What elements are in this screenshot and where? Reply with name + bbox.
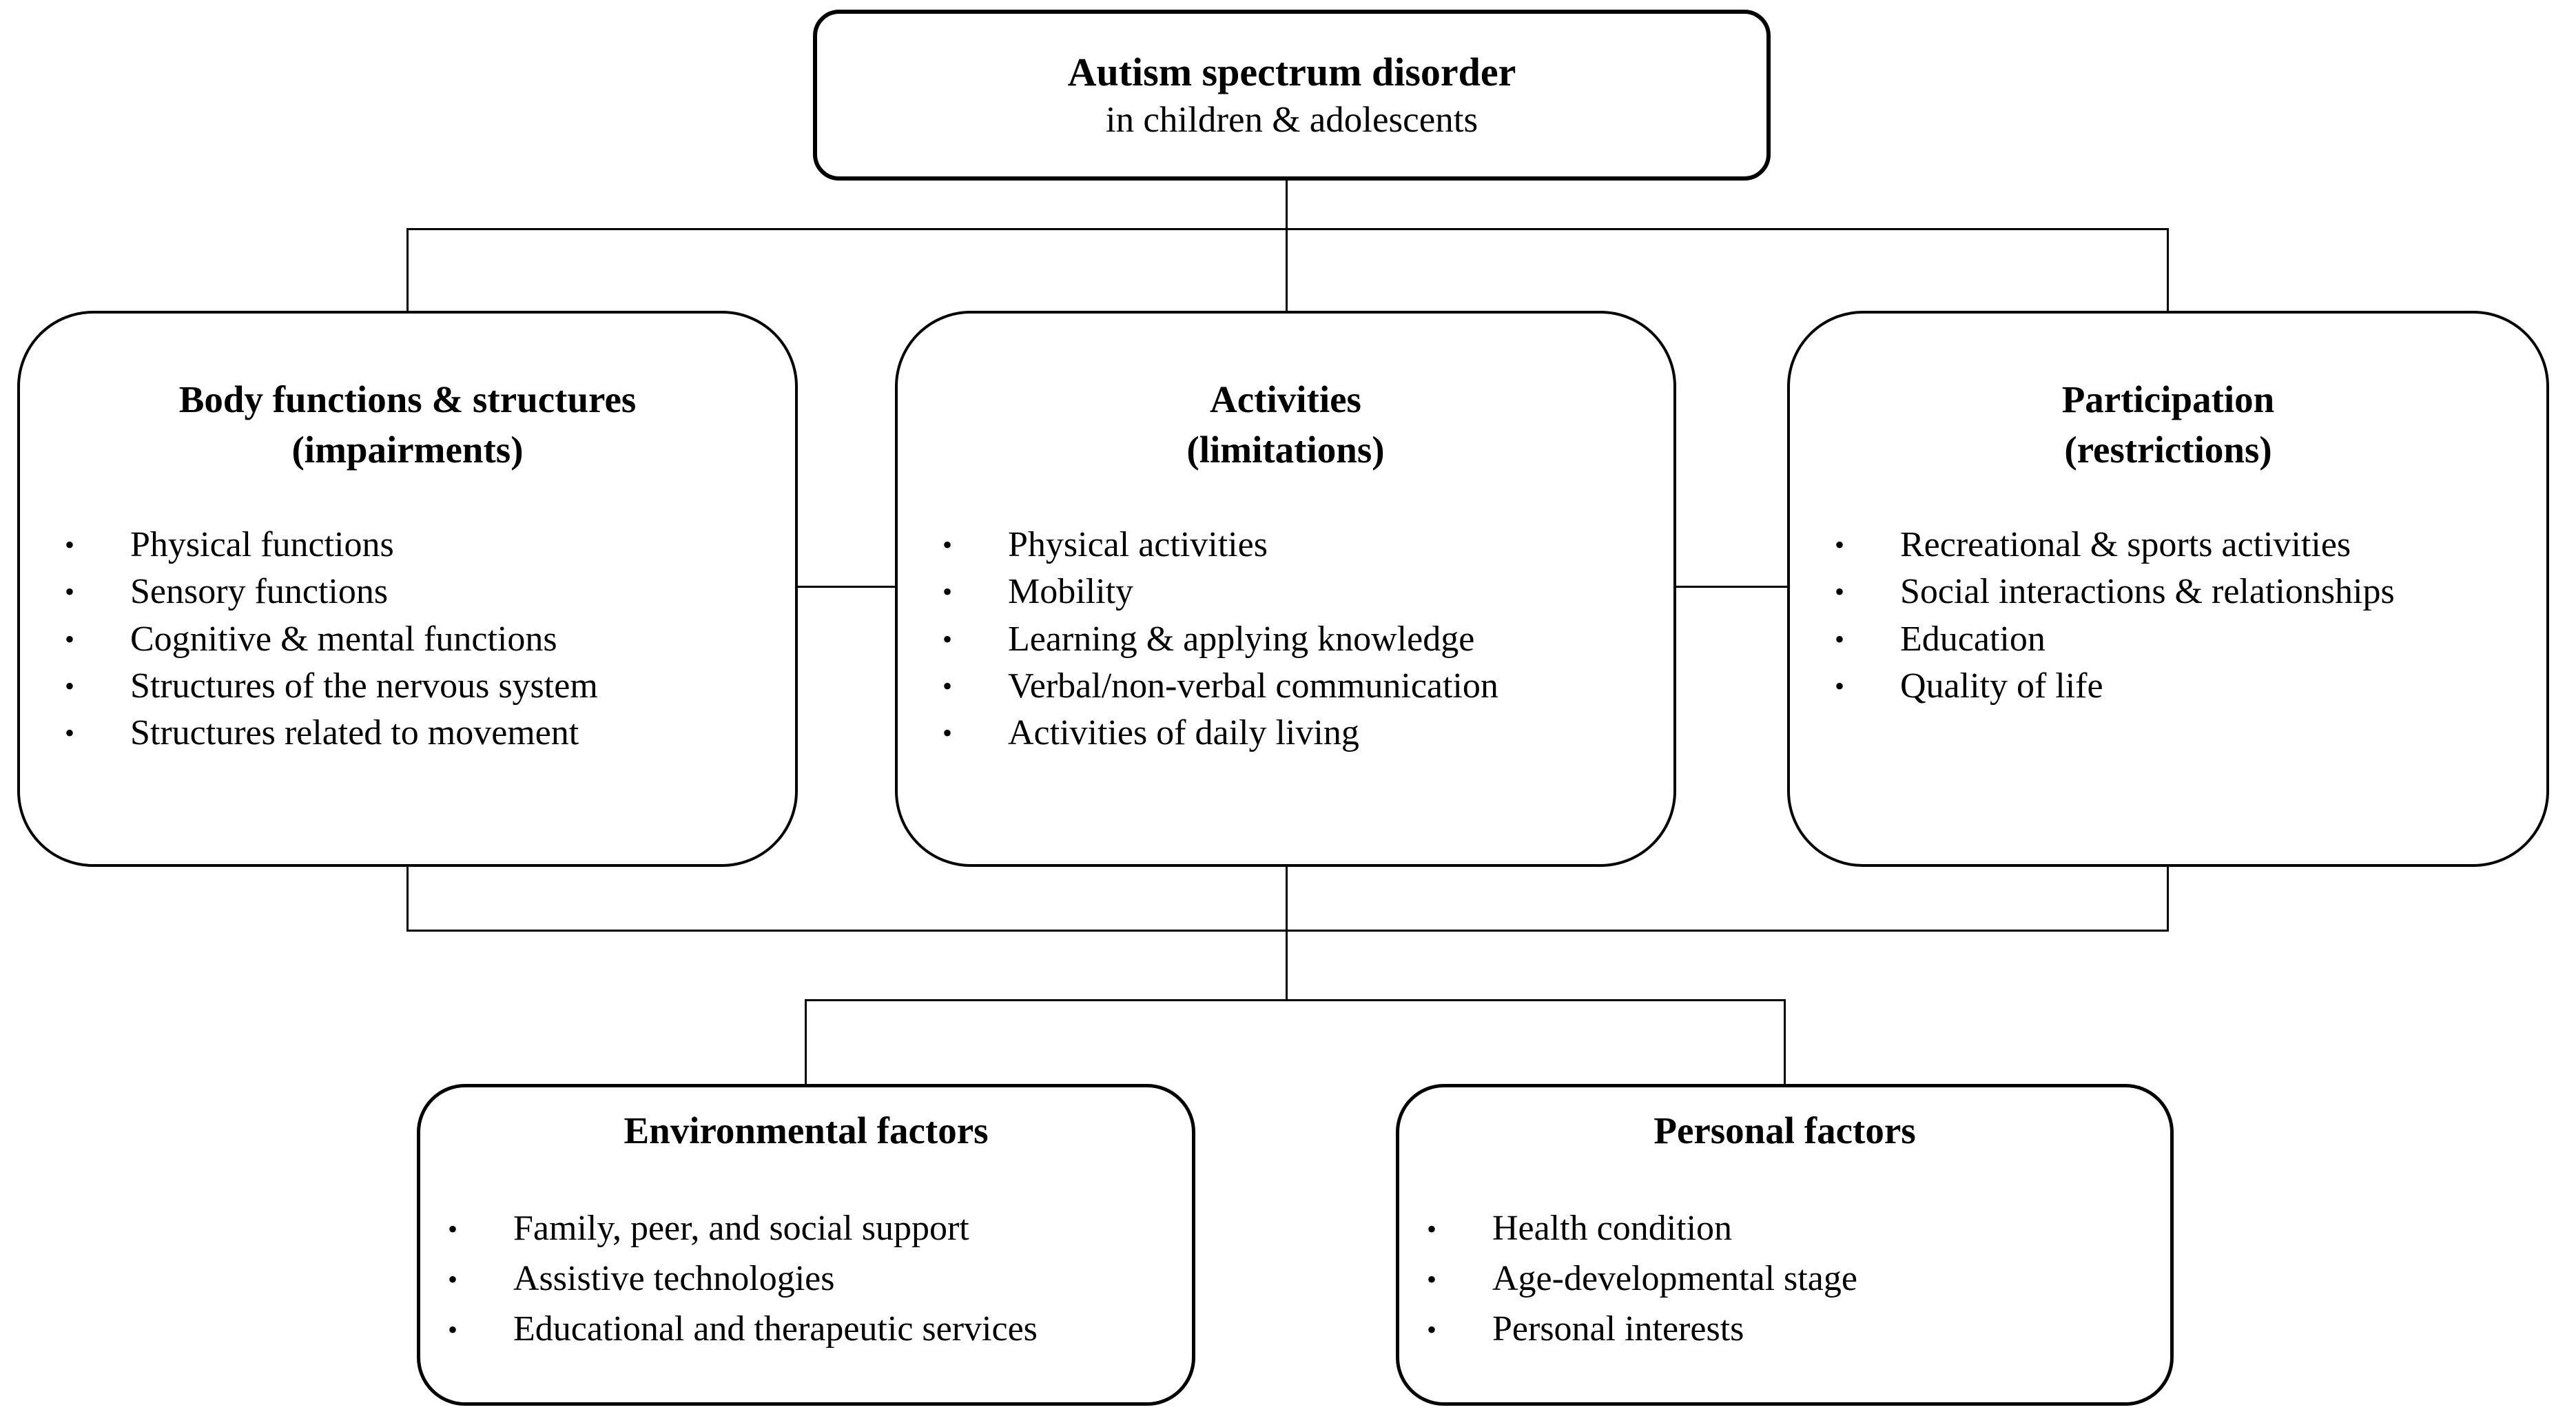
bullet-icon: • [942,623,953,655]
node-body-functions-structures: Body functions & structures (impairments… [17,311,798,867]
list-item: •Assistive technologies [448,1254,1171,1304]
list-item: •Verbal/non-verbal communication [942,663,1653,710]
box-subtitle: (limitations) [1186,429,1385,471]
list-item: •Structures related to movement [65,710,774,757]
list-item: •Learning & applying knowledge [942,616,1653,663]
node-autism-spectrum-disorder: Autism spectrum disorder in children & a… [813,10,1771,181]
bullet-icon: • [1835,670,1845,701]
list-item: •Family, peer, and social support [448,1204,1171,1254]
bullet-list: •Recreational & sports activities •Socia… [1790,522,2546,709]
bullet-icon: • [448,1213,458,1245]
list-item: •Education [1835,616,2526,663]
bullet-icon: • [1835,576,1845,608]
bullet-icon: • [1835,623,1845,655]
box-subtitle: (restrictions) [2064,429,2272,471]
connector-drop-body [406,228,409,312]
node-activities: Activities (limitations) •Physical activ… [895,311,1676,867]
list-item: •Health condition [1427,1204,2150,1254]
node-environmental-factors: Environmental factors •Family, peer, and… [417,1084,1195,1406]
bullet-icon: • [65,576,75,608]
connector-top-rail [406,228,2169,230]
list-item: •Structures of the nervous system [65,663,774,710]
box-subtitle: (impairments) [291,429,524,471]
list-item: •Cognitive & mental functions [65,616,774,663]
connector-drop-personal [1784,999,1786,1086]
bullet-icon: • [942,576,953,608]
node-personal-factors: Personal factors •Health condition •Age-… [1396,1084,2174,1406]
list-item: •Mobility [942,568,1653,615]
list-item: •Physical activities [942,522,1653,568]
bullet-list: •Family, peer, and social support •Assis… [420,1204,1192,1355]
connector-drop-environmental [805,999,807,1086]
node-participation: Participation (restrictions) •Recreation… [1787,311,2549,867]
bullet-list: •Physical functions •Sensory functions •… [20,522,795,757]
bullet-icon: • [1427,1314,1437,1346]
connector-mid-down [1286,930,1288,1001]
connector-root-down [1286,179,1288,230]
connector-up-participation [2167,865,2169,932]
bullet-icon: • [1835,529,1845,561]
box-title: Activities [1210,378,1361,420]
connector-up-activities [1286,865,1288,932]
connector-contextual-rail [805,999,1786,1001]
list-item: •Personal interests [1427,1304,2150,1355]
list-item: •Activities of daily living [942,710,1653,757]
bullet-icon: • [448,1314,458,1346]
bullet-icon: • [1427,1264,1437,1295]
bullet-icon: • [65,529,75,561]
bullet-icon: • [448,1264,458,1295]
bullet-list: •Health condition •Age-developmental sta… [1399,1204,2170,1355]
box-title: Participation [2061,378,2275,420]
bullet-icon: • [65,623,75,655]
root-title: Autism spectrum disorder [1067,49,1516,94]
list-item: •Age-developmental stage [1427,1254,2150,1304]
bullet-icon: • [942,529,953,561]
box-title: Environmental factors [624,1109,989,1151]
connector-drop-activities [1286,228,1288,312]
list-item: •Recreational & sports activities [1835,522,2526,568]
list-item: •Social interactions & relationships [1835,568,2526,615]
bullet-icon: • [1427,1213,1437,1245]
list-item: •Educational and therapeutic services [448,1304,1171,1355]
connector-up-body [406,865,409,932]
connector-bottom-rail [406,930,2169,932]
connector-activities-participation [1674,586,1789,588]
box-title: Body functions & structures [178,378,637,420]
bullet-icon: • [65,717,75,748]
bullet-icon: • [942,717,953,748]
connector-drop-participation [2167,228,2169,312]
connector-body-activities [796,586,897,588]
bullet-icon: • [942,670,953,701]
root-subtitle: in children & adolescents [1105,100,1478,141]
bullet-icon: • [65,670,75,701]
box-title: Personal factors [1653,1109,1916,1151]
bullet-list: •Physical activities •Mobility •Learning… [898,522,1673,757]
list-item: •Physical functions [65,522,774,568]
list-item: •Sensory functions [65,568,774,615]
list-item: •Quality of life [1835,663,2526,710]
